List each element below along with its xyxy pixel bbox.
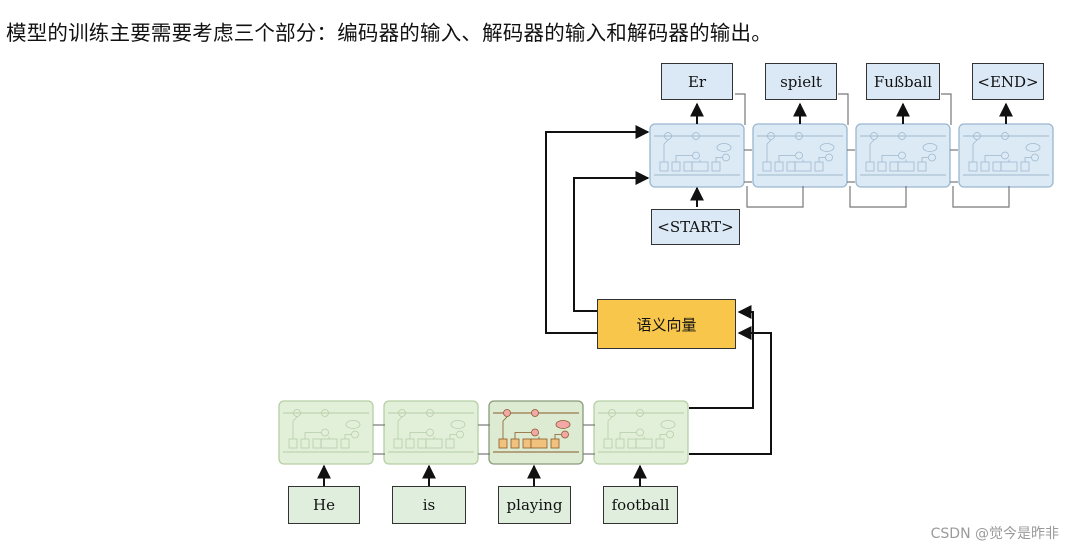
lstm-cell [278, 400, 374, 465]
semantic-vector: 语义向量 [597, 299, 736, 349]
decoder-output-er: Er [661, 63, 733, 100]
lstm-cell [593, 400, 689, 465]
intro-text: 模型的训练主要需要考虑三个部分：编码器的输入、解码器的输入和解码器的输出。 [6, 21, 772, 45]
decoder-output-spielt: spielt [765, 63, 837, 100]
decoder-output-fussball: Fußball [866, 63, 940, 100]
encoder-input-football: football [603, 486, 678, 524]
encoder-recurrent-links [373, 424, 595, 455]
lstm-cell [752, 123, 848, 188]
lstm-cell [649, 123, 745, 188]
lstm-cell [383, 400, 479, 465]
lstm-cell [958, 123, 1054, 188]
decoder-cells [649, 123, 1054, 188]
watermark: CSDN @觉今是昨非 [930, 526, 1059, 542]
encoder-cells [278, 400, 689, 465]
encoder-input-he: He [288, 486, 360, 524]
encoder-input-is: is [392, 486, 466, 524]
lstm-cell [488, 400, 584, 465]
lstm-cell [855, 123, 951, 188]
encoder-input-playing: playing [498, 486, 571, 524]
decoder-recurrent-links [735, 93, 1010, 208]
start-token: <START> [651, 209, 740, 245]
decoder-output-end: <END> [972, 63, 1044, 100]
